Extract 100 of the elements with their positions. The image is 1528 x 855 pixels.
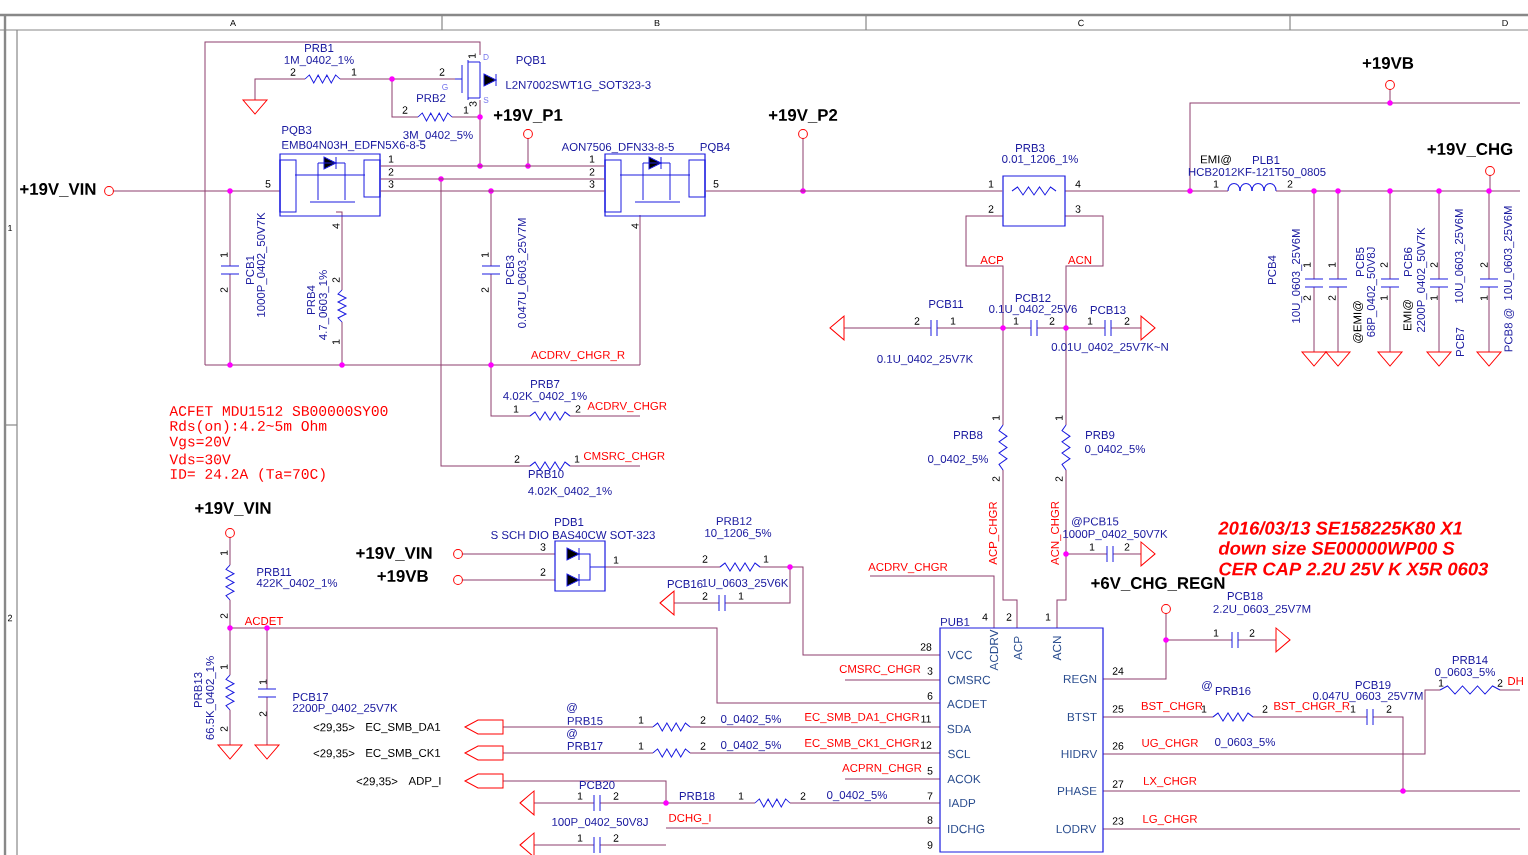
part-label: PCB3 (506, 255, 515, 284)
pin-number: 1 (589, 155, 595, 163)
grid-label: A (230, 19, 236, 27)
net-label: ACP (980, 256, 1004, 265)
part-label: PQB4 (700, 142, 730, 154)
pin-number: 1 (1438, 679, 1444, 687)
part-label: PCB5 (1356, 247, 1365, 276)
part-label: 0.1U_0402_25V6 (989, 304, 1077, 316)
part-label: @ (567, 729, 577, 739)
pin-number: 1 (638, 716, 644, 724)
part-label: 0.01_1206_1% (1002, 154, 1078, 166)
net-label: BST_CHGR_R (1274, 701, 1350, 713)
part-label: 1000P_0402_50V7K (1063, 529, 1168, 541)
pin-name: CMSRC (947, 675, 991, 685)
pin-number: 2 (220, 726, 228, 732)
part-label: 2.2U_0603_25V7M (1213, 604, 1311, 616)
net-label: LG_CHGR (1143, 814, 1197, 826)
net-label: ACDRV_CHGR_R (530, 350, 625, 362)
pin-number: 1 (332, 339, 340, 345)
pin-name: ACDET (947, 699, 987, 709)
part-label: 4.02K_0402_1% (503, 391, 587, 403)
pin-number: 1 (1350, 705, 1356, 713)
wire (705, 190, 1003, 192)
part-label: PRB1 (305, 44, 334, 52)
pin-number: 2 (481, 287, 489, 293)
part-label: 1U_0603_25V6K (702, 578, 789, 590)
pin-number: 26 (1112, 742, 1124, 750)
part-label: HCB2012KF-121T50_0805 (1188, 167, 1326, 179)
pin-number: 2 (1430, 262, 1438, 268)
pin-number: 1 (988, 180, 994, 188)
pin-number: 2 (290, 68, 296, 76)
net-label: ACN (1068, 256, 1092, 265)
pin-number: 25 (1112, 705, 1124, 713)
pin-number: 2 (800, 792, 806, 800)
pin-number: 5 (713, 180, 719, 188)
part-label: PCB4 (1268, 255, 1277, 284)
part-label: 66.5K_0402_1% (205, 656, 217, 740)
pin-number: 1 (1055, 415, 1063, 421)
signal-label: <29,35> (313, 723, 355, 733)
pin-number: 1 (513, 405, 519, 413)
pin-number: 1 (1213, 629, 1219, 637)
pin-name: REGN (1063, 674, 1097, 684)
pin-number: 2 (702, 555, 708, 563)
part-label: 10_1206_5% (705, 528, 772, 540)
part-label: PCB11 (929, 300, 964, 309)
part-label: PCB6 (1404, 247, 1413, 276)
note-text: ACFET MDU1512 SB00000SY00 (169, 406, 388, 416)
net-label: +19V_VIN (195, 502, 271, 516)
pin-number: 3 (1075, 205, 1081, 213)
part-label: @PCB15 (1072, 517, 1119, 527)
pin-number: 1 (950, 317, 956, 325)
pin-number: 2 (575, 405, 581, 413)
pin-number: 1 (738, 792, 744, 800)
signal-label: EC_SMB_CK1 (366, 748, 441, 760)
part-label: 100P_0402_50V8J (552, 817, 648, 829)
net-label: +19V_VIN (20, 183, 96, 197)
net-label: DH (1508, 677, 1523, 685)
pin-number: 2 (1480, 262, 1488, 268)
pin-letter: S (483, 97, 489, 103)
part-label: 0_0603_5% (1215, 737, 1275, 749)
pin-number: 1 (468, 53, 476, 59)
part-label: PCB1 (246, 255, 255, 284)
net-label: +6V_CHG_REGN (1091, 577, 1225, 591)
part-label: PRB11 (257, 568, 292, 576)
pin-number: 2 (220, 613, 228, 619)
grid-label: 2 (7, 614, 13, 622)
part-label: PRB17 (567, 742, 603, 750)
pin-name: BTST (1067, 712, 1097, 722)
part-label: 422K_0402_1% (256, 578, 338, 590)
signal-label: EMI@ (1403, 300, 1413, 330)
net-label: UG_CHGR (1142, 738, 1198, 750)
pin-name: SCL (948, 749, 971, 759)
net-label: CMSRC_CHGR (839, 664, 921, 676)
part-label: PRB4 (307, 285, 315, 314)
net-label: +19VB (1362, 57, 1414, 69)
pin-name: ACOK (947, 774, 981, 784)
net-label: ACDRV_CHGR (868, 562, 948, 574)
part-label: PQB3 (282, 125, 312, 137)
part-label: 0_0402_5% (721, 740, 781, 752)
net-label: ACDET (244, 617, 284, 626)
net-label: ACP_CHGR (988, 501, 1000, 565)
part-label: 68P_0402_50V8J (1366, 247, 1378, 337)
part-label: @ (1202, 681, 1212, 691)
pin-number: 1 (1328, 262, 1336, 268)
pin-number: 2 (700, 716, 706, 724)
part-label: 0_0603_5% (1435, 667, 1495, 679)
pin-number: 2 (1497, 679, 1503, 687)
net-label: +19VB (377, 570, 428, 582)
pin-number: 1 (577, 834, 583, 842)
pin-number: 2 (259, 711, 267, 717)
pin-number: 1 (1430, 295, 1438, 301)
signal-label: ADP_I (408, 776, 441, 788)
net-label: +19V_P2 (768, 109, 838, 123)
wire (380, 165, 605, 167)
part-label: 10U_0603_25V6M (1291, 229, 1303, 323)
part-label: S SCH DIO BAS40CW SOT-323 (491, 531, 655, 540)
part-label: PRB2 (417, 94, 446, 102)
grid-label: C (1078, 19, 1084, 27)
net-label: ACPRN_CHGR (842, 763, 922, 775)
part-label: PRB18 (679, 792, 715, 801)
